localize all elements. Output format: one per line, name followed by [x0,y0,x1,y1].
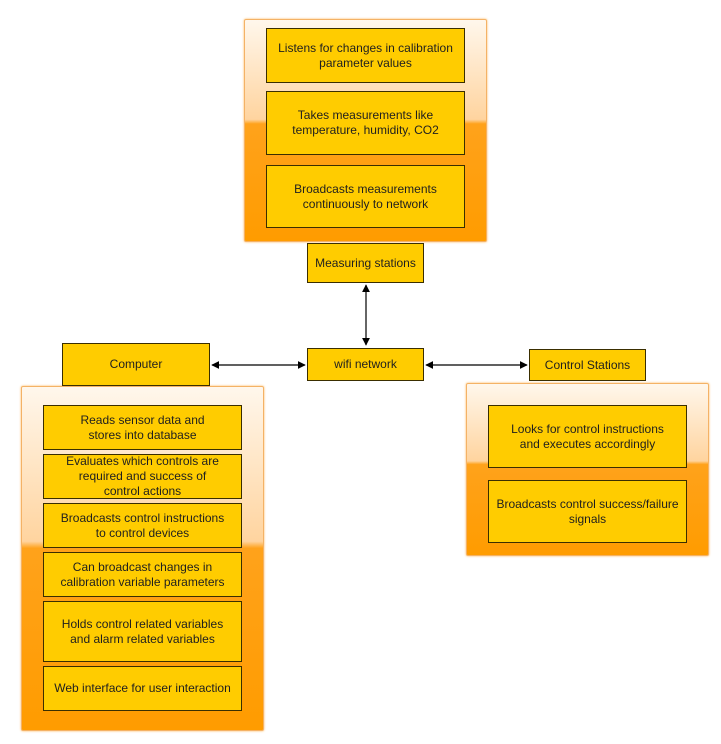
measuring-stations-node: Measuring stations [307,243,424,283]
computer-item-broadcasts-instructions: Broadcasts control instructions to contr… [43,503,242,548]
control-item-text: Looks for control instructions and execu… [511,421,664,451]
computer-item-text: Evaluates which controls are required an… [66,454,219,498]
computer-item-evaluates-controls: Evaluates which controls are required an… [43,454,242,499]
wifi-network-node: wifi network [307,348,424,381]
wifi-network-label: wifi network [334,357,397,371]
measuring-item-text: Takes measurements like temperature, hum… [292,108,439,137]
control-item-broadcasts-signals: Broadcasts control success/failure signa… [488,480,687,543]
measuring-item-calibration-listener: Listens for changes in calibration param… [266,28,465,83]
measuring-item-text: Broadcasts measurements continuously to … [294,181,437,211]
computer-item-text: Reads sensor data and stores into databa… [80,412,205,442]
control-item-looks-for-instructions: Looks for control instructions and execu… [488,405,687,468]
computer-item-calibration-changes: Can broadcast changes in calibration var… [43,552,242,597]
computer-item-holds-variables: Holds control related variables and alar… [43,601,242,662]
computer-item-text: Broadcasts control instructions to contr… [60,510,225,540]
measuring-stations-label: Measuring stations [315,255,416,270]
control-stations-label: Control Stations [544,357,631,372]
computer-node: Computer [62,343,210,386]
computer-label: Computer [109,357,163,371]
measuring-item-text: Listens for changes in calibration param… [278,40,453,70]
computer-item-reads-sensor-data: Reads sensor data and stores into databa… [43,405,242,450]
computer-item-web-interface: Web interface for user interaction [43,666,242,711]
computer-item-text: Can broadcast changes in calibration var… [60,559,225,589]
measuring-item-broadcasts: Broadcasts measurements continuously to … [266,165,465,228]
control-item-text: Broadcasts control success/failure signa… [496,496,679,526]
computer-item-text: Web interface for user interaction [54,681,231,695]
measuring-item-measurements: Takes measurements like temperature, hum… [266,91,465,155]
control-stations-node: Control Stations [529,349,646,381]
computer-item-text: Holds control related variables and alar… [61,616,224,646]
